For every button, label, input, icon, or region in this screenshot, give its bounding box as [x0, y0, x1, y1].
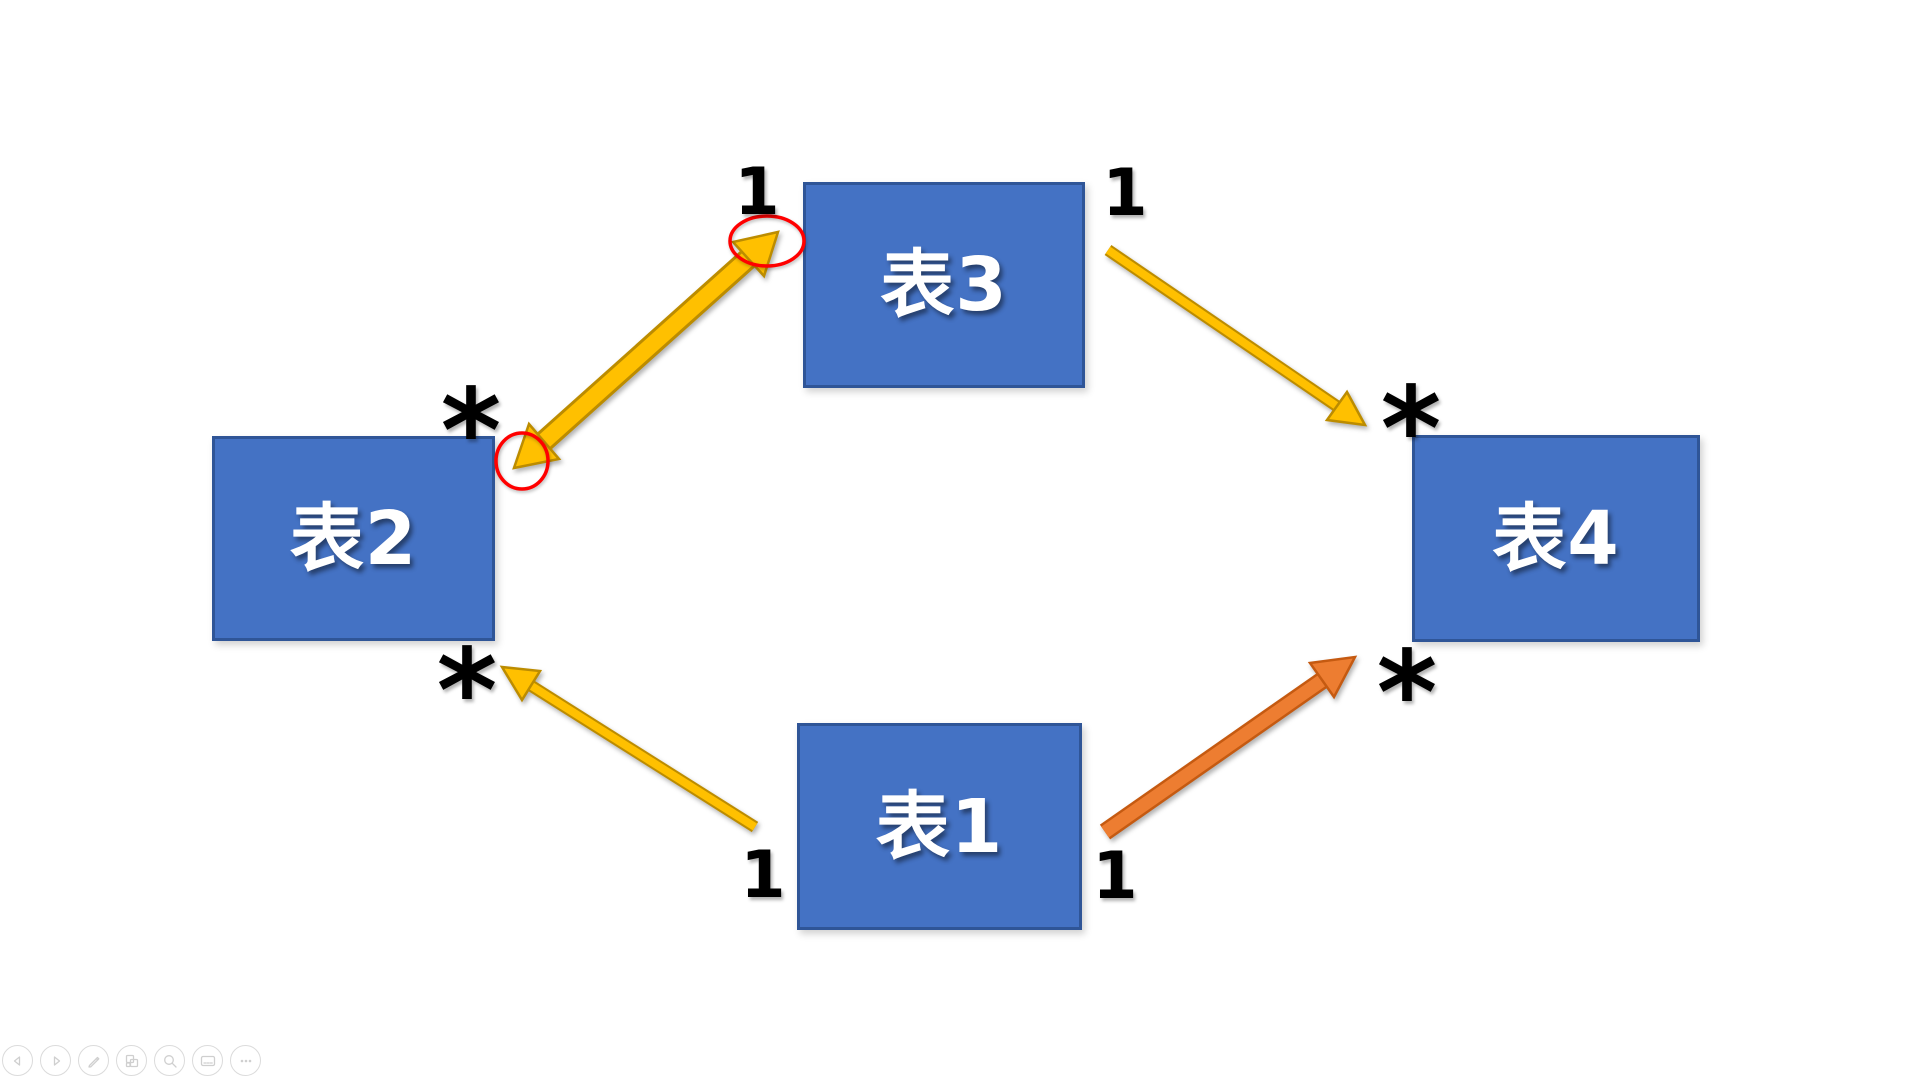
arrow-table1-table4: [1099, 655, 1358, 840]
cardinality-many-table2-bottom: *: [437, 624, 498, 759]
ellipsis-icon: [240, 1059, 251, 1062]
table1-label: 表1: [875, 783, 1004, 870]
red-highlight-circle-bottom: [494, 431, 550, 491]
slides-grid-icon: [125, 1054, 138, 1067]
more-options-button[interactable]: [230, 1045, 261, 1076]
arrowhead-at-table4-top: [1324, 389, 1368, 427]
arrow-table3-table4: [1104, 245, 1368, 427]
next-slide-button[interactable]: [40, 1045, 71, 1076]
previous-slide-button[interactable]: [2, 1045, 33, 1076]
red-highlight-circle-top: [728, 214, 806, 268]
table4-box: 表4: [1412, 435, 1700, 642]
cardinality-one-table3-right: 1: [1102, 156, 1147, 231]
chevron-right-circle-icon: [53, 1055, 60, 1066]
table3-label: 表3: [880, 242, 1008, 328]
table3-box: 表3: [803, 182, 1085, 388]
pen-icon: [87, 1056, 99, 1068]
chevron-left-circle-icon: [13, 1055, 20, 1066]
table4-label: 表4: [1492, 495, 1620, 582]
cardinality-one-table1-left: 1: [740, 838, 785, 913]
table2-box: 表2: [212, 436, 495, 641]
presenter-toolbar: [2, 1045, 261, 1076]
cardinality-one-table3-left: 1: [734, 155, 779, 230]
arrowhead-at-table3: [730, 230, 780, 279]
cardinality-one-table1-right: 1: [1092, 839, 1137, 914]
zoom-slide-button[interactable]: [154, 1045, 185, 1076]
table2-label: 表2: [289, 495, 418, 582]
toggle-captions-button[interactable]: [192, 1045, 223, 1076]
magnifier-icon: [163, 1054, 177, 1068]
arrow-table2-table3-double: [512, 230, 780, 470]
arrow-table1-table2: [499, 665, 759, 833]
arrowhead-at-table4-bottom: [1307, 655, 1358, 700]
pen-annotate-button[interactable]: [78, 1045, 109, 1076]
arrowhead-at-table2: [512, 421, 562, 470]
arrowhead-at-table2-bottom: [499, 665, 543, 703]
see-all-slides-button[interactable]: [116, 1045, 147, 1076]
cardinality-many-table4-bottom: *: [1377, 626, 1438, 761]
table1-box: 表1: [797, 723, 1082, 930]
captions-icon: [200, 1055, 215, 1066]
